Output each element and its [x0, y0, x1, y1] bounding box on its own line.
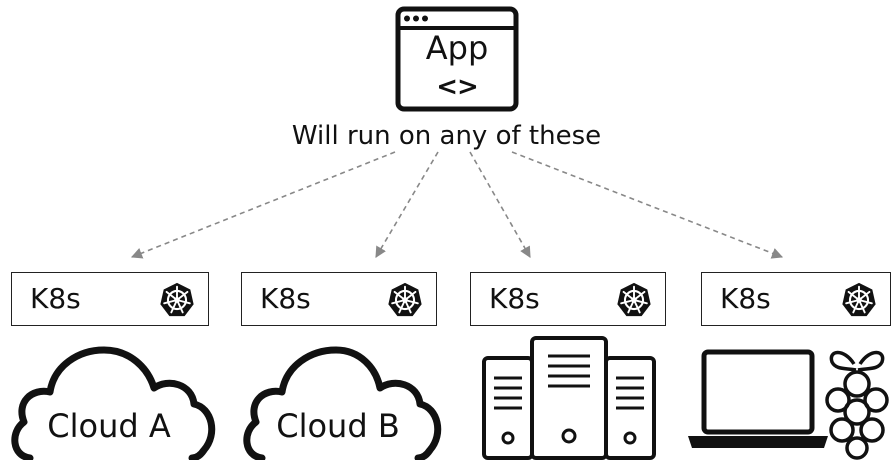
servers-icon: [482, 336, 656, 460]
laptop-and-raspberry-pi-icon: [688, 349, 889, 460]
k8s-label: K8s: [489, 282, 540, 315]
cloud-icon: [243, 346, 442, 460]
k8s-label: K8s: [260, 282, 311, 315]
cloud-icon: [11, 346, 216, 460]
connector-arrow-2: [375, 151, 439, 258]
kubernetes-icon: [388, 282, 422, 317]
connector-arrow-3: [469, 151, 531, 258]
cloud-b-label: Cloud B: [276, 407, 400, 445]
app-label: App: [425, 29, 489, 67]
k8s-box-2: K8s: [241, 272, 437, 326]
k8s-label: K8s: [30, 282, 81, 315]
app-window-icon: [395, 6, 519, 112]
code-symbol: <>: [436, 72, 479, 102]
k8s-box-4: K8s: [701, 272, 891, 326]
connector-arrow-4: [511, 151, 784, 259]
caption: Will run on any of these: [291, 121, 602, 151]
k8s-box-1: K8s: [11, 272, 209, 326]
cloud-a-label: Cloud A: [47, 407, 171, 445]
k8s-box-3: K8s: [470, 272, 666, 326]
connector-arrow-1: [130, 151, 396, 259]
kubernetes-icon: [842, 282, 876, 317]
k8s-label: K8s: [720, 282, 771, 315]
kubernetes-icon: [617, 282, 651, 317]
kubernetes-icon: [160, 282, 194, 317]
